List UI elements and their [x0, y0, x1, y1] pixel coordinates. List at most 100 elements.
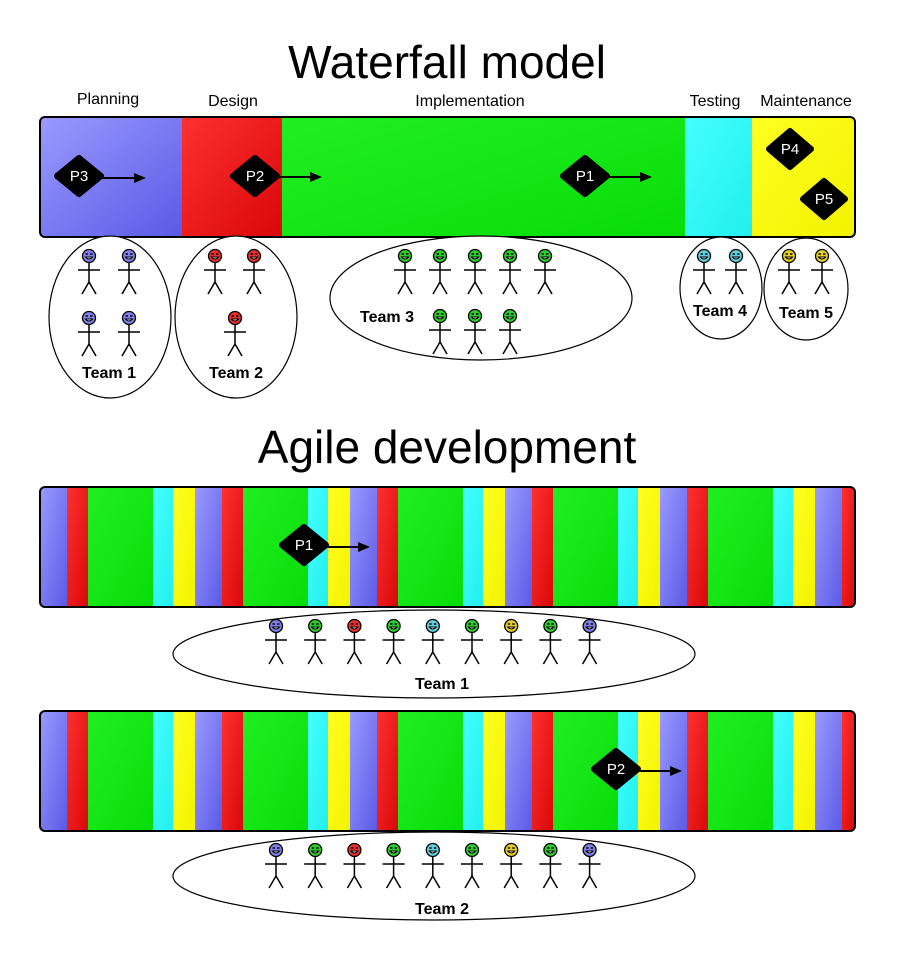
- sprint-phase-design: [532, 711, 554, 831]
- phase-label-design: Design: [208, 93, 258, 110]
- sprint-phase-maintenance: [328, 711, 351, 831]
- sprint-phase-testing: [773, 487, 794, 607]
- person-icon: [78, 310, 100, 357]
- person-icon: [464, 248, 486, 295]
- sprint-phase-design: [67, 487, 89, 607]
- sprint-phase-design: [842, 711, 855, 831]
- sprint-phase-design: [532, 487, 554, 607]
- sprint-phase-planning: [815, 711, 843, 831]
- phase-label-implementation: Implementation: [415, 93, 524, 110]
- person-icon: [464, 308, 486, 355]
- person-icon: [461, 842, 483, 889]
- person-icon: [382, 618, 405, 665]
- phase-testing: [685, 117, 752, 237]
- sprint-phase-design: [687, 711, 709, 831]
- sprint-phase-testing: [153, 711, 174, 831]
- sprint-phase-planning: [195, 711, 223, 831]
- sprint-phase-maintenance: [793, 711, 816, 831]
- team-label-3: Team 3: [360, 309, 414, 326]
- sprint-phase-implementation: [398, 711, 464, 831]
- sprint-phase-testing: [308, 711, 329, 831]
- sprint-phase-maintenance: [793, 487, 816, 607]
- sprint-phase-implementation: [553, 487, 619, 607]
- phase-label-testing: Testing: [690, 93, 741, 110]
- sprint-phase-design: [67, 711, 89, 831]
- team-label-1: Team 1: [82, 365, 136, 382]
- person-icon: [778, 248, 800, 295]
- arrow-head-icon: [134, 173, 146, 183]
- sprint-phase-design: [222, 711, 244, 831]
- sprint-phase-planning: [505, 711, 533, 831]
- sprint-phase-testing: [463, 711, 484, 831]
- project-marker-p4: P4: [766, 128, 814, 170]
- project-label-p3: P3: [70, 168, 88, 185]
- sprint-phase-implementation: [708, 711, 774, 831]
- person-icon: [421, 618, 444, 665]
- project-marker-p3: P3: [54, 155, 146, 197]
- person-icon: [265, 842, 287, 889]
- agile-bar-2-border: [39, 710, 856, 832]
- person-icon: [693, 248, 715, 295]
- person-icon: [394, 248, 416, 295]
- person-icon: [343, 842, 366, 889]
- person-icon: [461, 618, 483, 665]
- project-label-agile-p2: P2: [607, 761, 625, 778]
- sprint-phase-testing: [153, 487, 174, 607]
- team-group-2: Team 2: [174, 235, 298, 399]
- agile-bar-1-border: [39, 486, 856, 608]
- sprint-phase-design: [687, 487, 709, 607]
- person-icon: [118, 248, 140, 295]
- person-icon: [500, 618, 523, 665]
- person-icon: [534, 248, 556, 295]
- team-group-5: Team 5: [763, 237, 849, 341]
- agile-track-1: P1 Team 1: [39, 486, 856, 699]
- person-icon: [118, 310, 140, 357]
- person-icon: [265, 618, 287, 665]
- team-group-4: Team 4: [679, 236, 763, 340]
- person-icon: [224, 310, 246, 357]
- sprint-phase-maintenance: [173, 711, 196, 831]
- team-group-3: Team 3: [329, 235, 633, 361]
- waterfall-bar: [39, 116, 856, 238]
- project-label-agile-p1: P1: [295, 537, 313, 554]
- person-icon: [811, 248, 833, 295]
- person-icon: [382, 842, 405, 889]
- sprint-phase-maintenance: [638, 487, 661, 607]
- team-label-agile-2: Team 2: [415, 901, 469, 918]
- sprint-phase-planning: [660, 487, 688, 607]
- project-label-p1: P1: [576, 168, 594, 185]
- sprint-phase-maintenance: [483, 487, 506, 607]
- sprint-phase-maintenance: [173, 487, 196, 607]
- team-group-1: Team 1: [48, 235, 172, 399]
- project-marker-p5: P5: [800, 178, 848, 220]
- sprint-phase-testing: [618, 487, 639, 607]
- arrow-head-icon: [670, 766, 682, 776]
- sprint-phase-implementation: [88, 711, 154, 831]
- person-icon: [499, 308, 521, 355]
- sprint-phase-design: [842, 487, 855, 607]
- project-label-p2: P2: [246, 168, 264, 185]
- person-icon: [539, 842, 562, 889]
- waterfall-title: Waterfall model: [288, 36, 606, 88]
- sprint-phase-testing: [463, 487, 484, 607]
- phase-label-planning: Planning: [77, 91, 139, 108]
- sprint-phase-design: [377, 487, 399, 607]
- sprint-phase-planning: [40, 487, 68, 607]
- person-icon: [343, 618, 366, 665]
- sprint-phase-maintenance: [483, 711, 506, 831]
- phase-label-maintenance: Maintenance: [760, 93, 852, 110]
- team-label-2: Team 2: [209, 365, 263, 382]
- person-icon: [429, 308, 451, 355]
- person-icon: [304, 842, 327, 889]
- sprint-phase-planning: [40, 711, 68, 831]
- person-icon: [499, 248, 521, 295]
- sprint-phase-implementation: [398, 487, 464, 607]
- sprint-phase-implementation: [708, 487, 774, 607]
- arrow-head-icon: [310, 172, 322, 182]
- project-marker-p1: P1: [560, 155, 652, 197]
- team-label-5: Team 5: [779, 305, 833, 322]
- person-icon: [725, 248, 747, 295]
- sprint-phase-planning: [815, 487, 843, 607]
- agile-track-2: P2 Team 2: [39, 710, 856, 921]
